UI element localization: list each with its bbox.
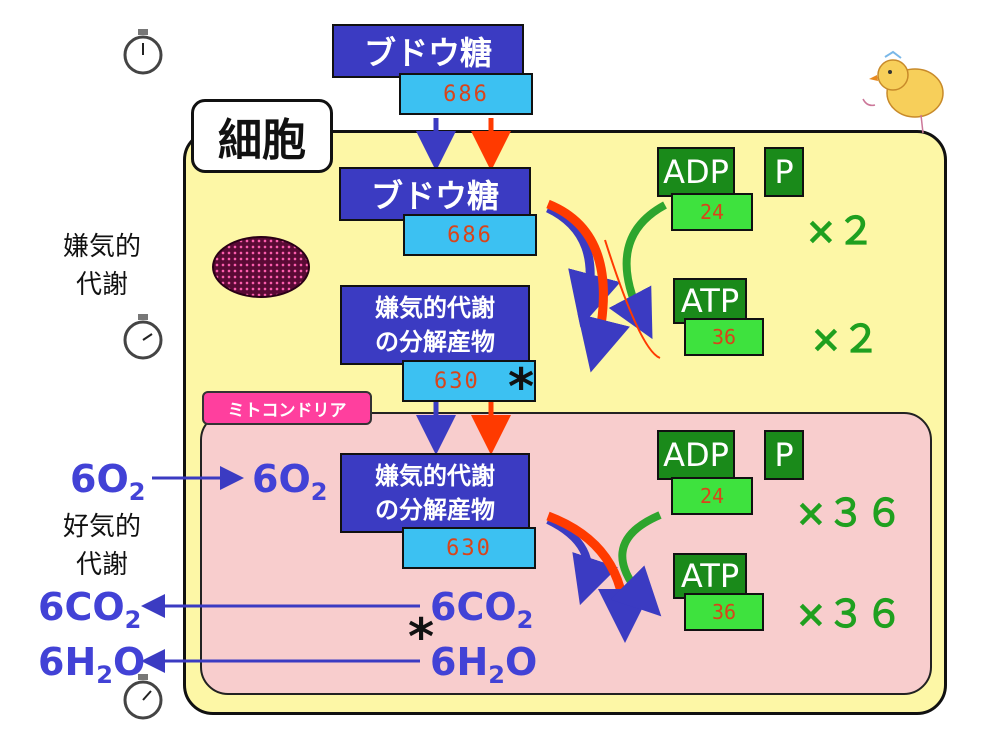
aerobic-label: 好気的 代謝 [52,508,152,584]
h2o-inside: 6H2O [430,640,538,689]
arrow-green-curve [610,511,662,617]
atp-energy: 36 [684,593,764,631]
multiplier-aerobic-adp: ×３６ [795,491,903,535]
stopwatch-icon [123,314,163,360]
o2-outside: 6O2 [70,457,146,506]
arrow-green-curve [608,201,667,340]
aerobic-label-line2: 代謝 [75,550,128,580]
atp-box: ATP [673,278,747,324]
phosphate-box: P [764,430,804,480]
adp-energy: 24 [671,193,753,231]
atp-energy: 36 [684,318,764,356]
products-energy: 630 [402,360,536,402]
arrow-red-thin [604,239,661,359]
anaerobic-products-box: 嫌気的代謝 の分解産物 [340,285,530,365]
adp-box: ADP [657,147,735,197]
multiplier-anaerobic-adp: ×２ [805,209,875,253]
co2-inside: 6CO2 [430,585,534,634]
anaerobic-label-line1: 嫌気的 [62,232,141,262]
mitochondria [200,412,932,695]
chick-drawing-icon [862,50,944,134]
products-line2: の分解産物 [375,496,495,524]
nucleus-icon [212,236,310,298]
anaerobic-label: 嫌気的 代謝 [52,228,152,304]
atp-box: ATP [673,553,747,599]
mitochondria-label: ミトコンドリア [202,391,372,425]
glucose-box-cell: ブドウ糖 [339,167,531,221]
h2o-outside: 6H2O [38,640,146,689]
mito-products-box: 嫌気的代謝 の分解産物 [340,453,530,533]
mito-products-energy: 630 [402,527,536,569]
multiplier-aerobic-atp: ×３６ [795,592,903,636]
asterisk-mark: * [508,358,535,416]
glucose-energy-cell: 686 [403,214,537,256]
aerobic-label-line1: 好気的 [62,512,141,542]
products-line1: 嫌気的代謝 [375,294,495,322]
arrow-red-curve [546,199,630,373]
glucose-box: ブドウ糖 [332,24,524,78]
products-line1: 嫌気的代謝 [375,462,495,490]
arrow-blue-curve [546,516,618,606]
adp-energy: 24 [671,477,753,515]
phosphate-box: P [764,147,804,197]
cell-label: 細胞 [191,99,333,173]
anaerobic-label-line2: 代謝 [75,270,128,300]
co2-outside: 6CO2 [38,585,142,634]
asterisk-mark: * [408,608,435,666]
glucose-energy: 686 [399,73,533,115]
products-line2: の分解産物 [375,328,495,356]
stopwatch-icon [123,29,163,75]
o2-inside: 6O2 [252,457,328,506]
adp-box: ADP [657,430,735,480]
multiplier-anaerobic-atp: ×２ [810,317,880,361]
stopwatch-icon [123,674,163,720]
